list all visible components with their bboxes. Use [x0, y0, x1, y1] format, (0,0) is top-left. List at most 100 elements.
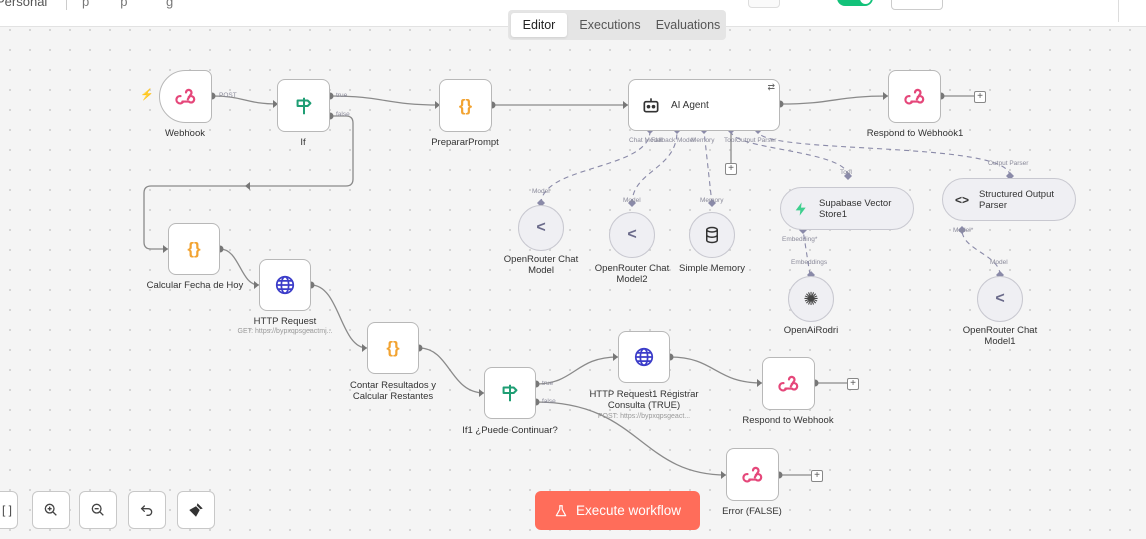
label-webhook: Webhook [165, 128, 205, 139]
wire-if1-http1 [535, 356, 619, 385]
arrow-http [254, 281, 259, 289]
node-openrouter-chat-model1[interactable]: < [977, 276, 1023, 322]
wire-memory-agent [703, 130, 713, 205]
topbar-button[interactable] [748, 0, 780, 8]
node-simple-memory[interactable] [689, 212, 735, 258]
refresh-icon[interactable]: ⇄ [767, 82, 775, 92]
node-openrouter-chat-model2[interactable]: < [609, 212, 655, 258]
node-respond-webhook1[interactable] [888, 70, 941, 123]
zoom-in-icon [44, 503, 57, 516]
port-label-model: Model [532, 188, 550, 195]
node-openai-rodri[interactable]: ✺ [788, 276, 834, 322]
add-node-plus-icon[interactable]: + [847, 378, 859, 390]
add-node-plus-icon[interactable]: + [974, 91, 986, 103]
node-openrouter-chat-model[interactable]: < [518, 205, 564, 251]
port-label-memory-node: Memory [700, 197, 724, 204]
label-ai-agent: AI Agent [671, 99, 709, 111]
view-tabs: Editor Executions Evaluations [508, 10, 726, 40]
arrow-agent [623, 101, 628, 109]
diamond-or2 [628, 199, 636, 207]
node-preparar-prompt[interactable]: {} [439, 79, 492, 132]
port-label-tool: Tool [724, 137, 736, 144]
node-http-request[interactable] [259, 259, 311, 311]
robot-icon [643, 98, 659, 113]
port-label-embedding: Embedding* [782, 236, 818, 243]
fit-view-button[interactable]: [ ] [0, 491, 18, 529]
arrow-error [721, 471, 726, 479]
port-label-tool-node: Tool [840, 169, 852, 176]
wire-agent-respond1 [779, 95, 889, 105]
zoom-in-button[interactable] [32, 491, 70, 529]
port-label-true: true [336, 92, 348, 99]
openrouter-icon: < [627, 226, 637, 243]
node-supabase-vector-store[interactable]: Supabase Vector Store1 [780, 187, 914, 230]
wire-if-preparar [329, 95, 441, 106]
tab-editor[interactable]: Editor [511, 13, 567, 37]
port-label-output-parser-node: Output Parser [988, 160, 1029, 167]
tidy-up-button[interactable] [177, 491, 215, 529]
label-supabase: Supabase Vector Store1 [819, 197, 892, 220]
wire-openrouterm1-structured [961, 229, 1001, 276]
add-tool-plus-icon[interactable]: + [725, 163, 737, 175]
label-calcular: Calcular Fecha de Hoy [146, 280, 244, 291]
if-signpost-icon [502, 384, 518, 402]
webhook-icon [903, 88, 924, 104]
workflow-name[interactable]: p p g [82, 0, 175, 9]
openrouter-icon: < [536, 219, 546, 236]
webhook-icon [174, 88, 195, 104]
label-structured: Structured Output Parser [979, 188, 1054, 211]
port-label-model2: Model [623, 197, 641, 204]
execute-workflow-button[interactable]: Execute workflow [535, 491, 700, 530]
add-node-plus-icon[interactable]: + [811, 470, 823, 482]
node-if1[interactable] [484, 367, 536, 419]
node-error-false[interactable] [726, 448, 779, 501]
label-http-request: HTTP Request [253, 316, 317, 327]
if-signpost-icon [296, 97, 311, 114]
arrow-http1 [613, 353, 618, 361]
diamond-supabase-top [844, 172, 852, 180]
webhook-icon [741, 466, 762, 482]
arrow-calcular [163, 245, 168, 253]
port-label-false: false [336, 111, 350, 118]
node-contar-resultados[interactable]: {} [367, 322, 419, 374]
undo-icon [140, 505, 153, 516]
broom-icon [189, 503, 203, 517]
port-label-false-if1: false [542, 398, 556, 405]
node-if[interactable] [277, 79, 330, 132]
wire-supabase-tool [730, 130, 849, 177]
node-structured-output-parser[interactable]: <> Structured Output Parser [942, 178, 1076, 221]
tab-executions[interactable]: Executions [579, 18, 641, 32]
node-webhook[interactable] [159, 70, 212, 123]
port-label-model-star: Model* [953, 227, 974, 234]
port-label-memory: Memory [691, 137, 715, 144]
trigger-bolt-icon: ⚡ [140, 89, 154, 101]
wire-http1-respond [669, 356, 763, 384]
active-toggle[interactable] [837, 0, 873, 6]
node-respond-webhook[interactable] [762, 357, 815, 410]
node-calcular-fecha[interactable]: {} [168, 223, 220, 275]
subtitle-http-request: GET: https://bypxqpsgeactmj... [237, 328, 333, 335]
port-label-output-parser: Output Parser [736, 137, 777, 144]
label-respond-webhook1: Respond to Webhook1 [866, 128, 964, 139]
share-button[interactable] [891, 0, 943, 10]
label-error: Error (FALSE) [722, 506, 782, 517]
code-braces-icon: {} [458, 95, 473, 115]
zoom-out-button[interactable] [79, 491, 117, 529]
reset-zoom-button[interactable] [128, 491, 166, 529]
label-simple-memory: Simple Memory [679, 263, 745, 274]
tab-evaluations[interactable]: Evaluations [655, 18, 721, 32]
execute-workflow-label: Execute workflow [575, 503, 682, 518]
label-http-request1: HTTP Request1 Registrar Consulta (TRUE) [589, 389, 699, 411]
diamond-structured-bottom [958, 226, 966, 234]
node-http-request1[interactable] [618, 331, 670, 383]
label-openrouter1: OpenRouter Chat Model [503, 254, 579, 276]
wire-if1-error [535, 401, 727, 476]
database-icon [706, 226, 718, 244]
project-name[interactable]: Personal [0, 0, 48, 9]
node-ai-agent[interactable]: AI Agent ⇄ [628, 79, 780, 131]
port-label-embeddings: Embeddings [791, 259, 828, 266]
arrow-preparar [435, 101, 440, 109]
wire-openrouter1-chatmodel [540, 130, 651, 205]
label-preparar-prompt: PrepararPrompt [431, 137, 499, 148]
label-openrouter2: OpenRouter Chat Model2 [594, 263, 670, 285]
